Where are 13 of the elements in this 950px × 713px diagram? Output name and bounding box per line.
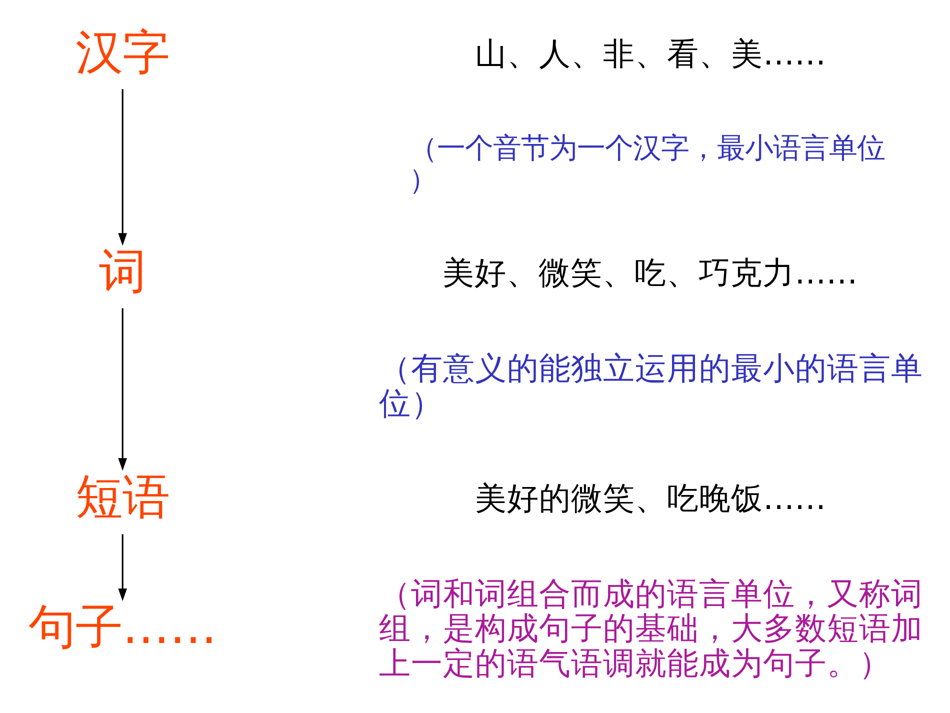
label: （有意义的能独立运用的最小的语言单位） — [378, 350, 923, 422]
label: 美好的微笑、吃晚饭…… — [475, 480, 826, 517]
label: 美好、微笑、吃、巧克力…… — [442, 255, 858, 292]
label: 山、人、非、看、美…… — [475, 36, 826, 72]
arrow — [118, 88, 128, 246]
arrow — [118, 534, 128, 601]
node-text: 句子…… — [28, 600, 217, 655]
label: （词和词组合而成的语言单位，又称词组，是构成句子的基础，大多数短语加上一定的语气语调就能成为句子。） — [378, 576, 923, 682]
arrow — [118, 308, 128, 470]
node-text: 汉字 — [76, 24, 170, 80]
node-text: 短语 — [76, 470, 170, 525]
label: （一个音节为一个汉字，最小语言单位） — [408, 130, 885, 196]
node-text: 词 — [99, 244, 146, 300]
